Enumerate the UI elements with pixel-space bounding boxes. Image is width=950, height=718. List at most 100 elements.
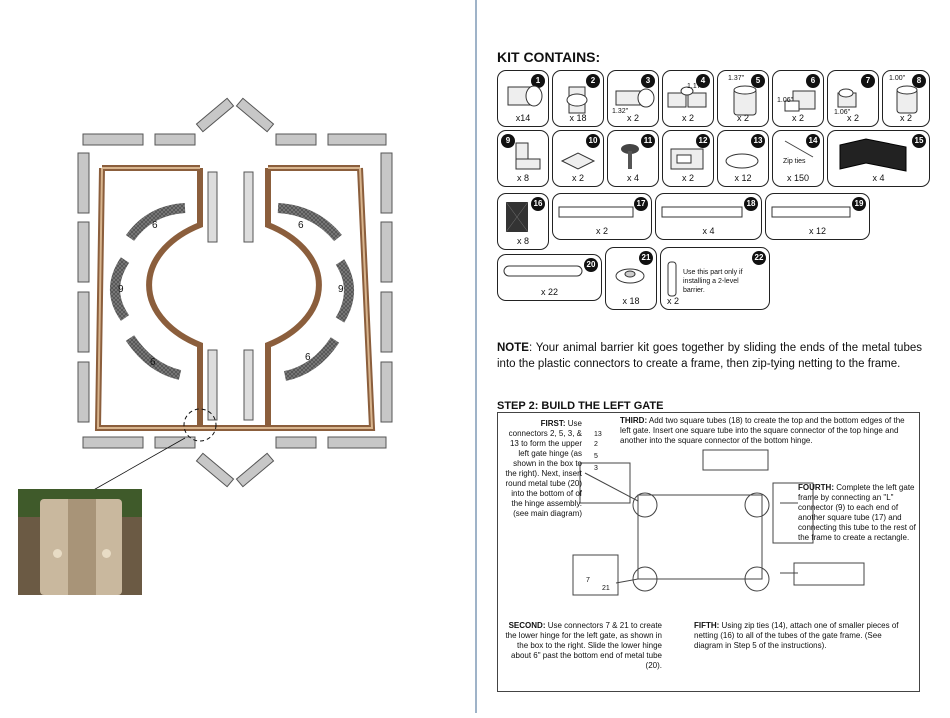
arc-label: 6 bbox=[150, 357, 156, 368]
part-qty: x 8 bbox=[516, 173, 529, 183]
part-qty: x 2 bbox=[626, 113, 639, 123]
part-card: 7 1.06" x 2 bbox=[827, 70, 879, 127]
step2-box: FIRST: Use connectors 2, 5, 3, & 13 to f… bbox=[497, 412, 920, 692]
part-number: 13 bbox=[751, 134, 765, 148]
part-number: 8 bbox=[912, 74, 926, 88]
gate-frame-diagram bbox=[572, 449, 865, 596]
kit-title: KIT CONTAINS: bbox=[497, 49, 601, 65]
callout-number: 13 bbox=[594, 431, 602, 438]
part-qty: x 4 bbox=[702, 226, 715, 236]
cap-icon bbox=[615, 268, 645, 284]
part-qty: x 2 bbox=[791, 113, 804, 123]
arc-label: 6 bbox=[298, 220, 304, 231]
callout-number: 2 bbox=[594, 441, 598, 448]
fifth-text: Using zip ties (14), attach one of small… bbox=[694, 621, 899, 650]
note-text: : Your animal barrier kit goes together … bbox=[497, 342, 922, 370]
part-number: 1 bbox=[531, 74, 545, 88]
part-card: 11 x 4 bbox=[607, 130, 659, 187]
disc-icon bbox=[725, 153, 759, 169]
third-label: THIRD: bbox=[620, 416, 648, 425]
part-card: 15 x 4 bbox=[827, 130, 930, 187]
part-qty: x 4 bbox=[626, 173, 639, 183]
part-qty: x 2 bbox=[736, 113, 749, 123]
step-first: FIRST: Use connectors 2, 5, 3, & 13 to f… bbox=[502, 419, 583, 519]
part-card: 18 x 4 bbox=[655, 193, 762, 240]
barrier-layout-diagram: 6 9 6 6 9 6 bbox=[77, 97, 393, 493]
part-number: 19 bbox=[852, 197, 866, 211]
part-number: 14 bbox=[806, 134, 820, 148]
callout-number: 21 bbox=[602, 585, 610, 592]
part-number: 22 bbox=[752, 251, 766, 265]
part-9-icon bbox=[515, 142, 541, 170]
callout-number: 3 bbox=[594, 465, 598, 472]
callout-number: 7 bbox=[586, 577, 590, 584]
fourth-text: Complete the left gate frame by connecti… bbox=[798, 483, 916, 542]
part-7-icon bbox=[837, 88, 857, 108]
part-qty: x 18 bbox=[622, 296, 640, 306]
part-qty: x 12 bbox=[808, 226, 826, 236]
dimension-label: 1.37" bbox=[728, 75, 745, 82]
layout-diagram-panel: 6 9 6 6 9 6 bbox=[0, 0, 475, 713]
part-number: 7 bbox=[861, 74, 875, 88]
dimension-label: 1.17" bbox=[687, 83, 704, 90]
fifth-label: FIFTH: bbox=[694, 621, 720, 630]
dimension-label: 1.06" bbox=[777, 97, 794, 104]
dimension-label: 1.06" bbox=[834, 109, 851, 116]
part-qty: x 18 bbox=[569, 113, 587, 123]
part-number: 6 bbox=[806, 74, 820, 88]
step-fourth: FOURTH: Complete the left gate frame by … bbox=[798, 483, 918, 543]
part-card: 21 x 18 bbox=[605, 247, 657, 310]
part-card: 9 x 8 bbox=[497, 130, 549, 187]
step-third: THIRD: Add two square tubes (18) to crea… bbox=[620, 416, 910, 446]
part-qty: x 12 bbox=[734, 173, 752, 183]
part-qty: x 2 bbox=[571, 173, 584, 183]
part-card: 14 Zip ties x 150 bbox=[772, 130, 824, 187]
part-number: 4 bbox=[696, 74, 710, 88]
second-label: SECOND: bbox=[508, 621, 546, 630]
square-tube-icon bbox=[558, 206, 634, 218]
part-card: 4 1.17" x 2 bbox=[662, 70, 714, 127]
first-text: Use connectors 2, 5, 3, & 13 to form the… bbox=[505, 419, 583, 518]
part-qty: x 2 bbox=[846, 113, 859, 123]
part-card: 19 x 12 bbox=[765, 193, 870, 240]
part-card: 12 x 2 bbox=[662, 130, 714, 187]
part-card: 16 x 8 bbox=[497, 193, 549, 250]
part-card: 20 x 22 bbox=[497, 254, 602, 301]
part-number: 12 bbox=[696, 134, 710, 148]
part-4-icon bbox=[667, 86, 707, 108]
part-number: 11 bbox=[641, 134, 655, 148]
part-5-icon bbox=[733, 85, 757, 116]
step-fifth: FIFTH: Using zip ties (14), attach one o… bbox=[694, 621, 909, 651]
part-12-icon bbox=[670, 148, 704, 170]
part-qty: x 22 bbox=[540, 287, 558, 297]
part-qty: x 2 bbox=[681, 173, 694, 183]
instructions-panel: KIT CONTAINS: 1 x14 2 x 18 3 1.32" x 2 4… bbox=[478, 0, 950, 713]
screw-icon bbox=[621, 144, 639, 169]
dimension-label: 1.00" bbox=[889, 75, 906, 82]
square-tube-icon bbox=[661, 206, 743, 218]
part-qty: x 2 bbox=[899, 113, 912, 123]
part-card: 10 x 2 bbox=[552, 130, 604, 187]
netting-icon bbox=[505, 201, 529, 233]
part-card: 2 x 18 bbox=[552, 70, 604, 127]
part-number: 15 bbox=[912, 134, 926, 148]
arc-label: 9 bbox=[338, 284, 344, 295]
part-1-icon bbox=[507, 85, 543, 107]
part-number: 20 bbox=[584, 258, 598, 272]
part-8-icon bbox=[896, 85, 918, 114]
part-3-icon bbox=[615, 88, 655, 108]
note-paragraph: NOTE: Your animal barrier kit goes toget… bbox=[497, 340, 922, 372]
part-card: 17 x 2 bbox=[552, 193, 652, 240]
part-qty: x 150 bbox=[786, 173, 810, 183]
part-qty: x 2 bbox=[595, 226, 608, 236]
second-text: Use connectors 7 & 21 to create the lowe… bbox=[505, 621, 662, 670]
part-qty: x 8 bbox=[516, 236, 529, 246]
arc-label: 6 bbox=[152, 220, 158, 231]
third-text: Add two square tubes (18) to create the … bbox=[620, 416, 905, 445]
part-card: 22 Use this part only if installing a 2-… bbox=[660, 247, 770, 310]
part-10-icon bbox=[560, 152, 596, 170]
first-label: FIRST: bbox=[540, 419, 566, 428]
step-second: SECOND: Use connectors 7 & 21 to create … bbox=[502, 621, 662, 671]
part-card: 3 1.32" x 2 bbox=[607, 70, 659, 127]
note-label: NOTE bbox=[497, 342, 529, 354]
